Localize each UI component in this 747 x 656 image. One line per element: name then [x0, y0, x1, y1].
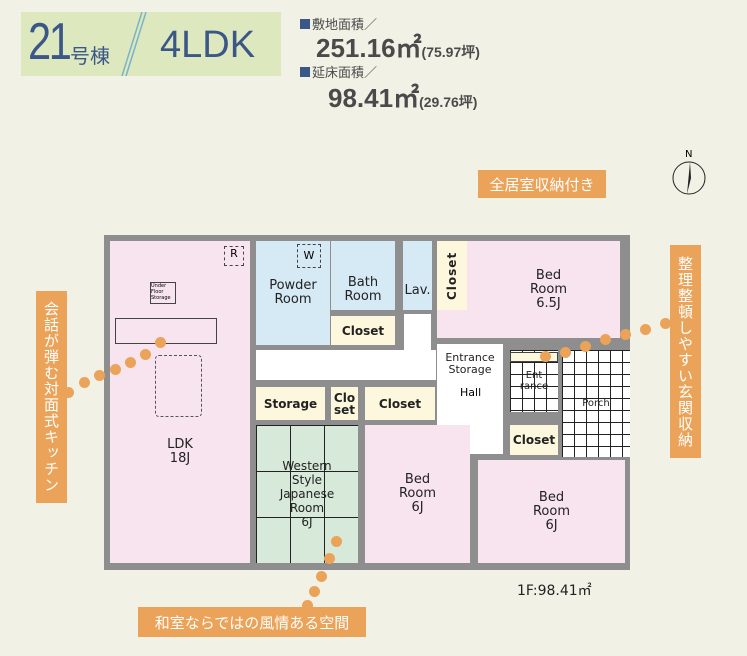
- closet-right: Closet: [510, 425, 558, 455]
- room-bedroom-6-5: Bed Room 6.5J: [437, 241, 620, 338]
- building-number: 21: [28, 13, 72, 71]
- double-slash-divider: [121, 12, 147, 76]
- kitchen-counter: [115, 318, 217, 344]
- closet-middle: Closet: [365, 387, 435, 420]
- closet-vertical: Closet: [437, 241, 467, 310]
- layout-type: 4LDK: [160, 24, 256, 66]
- room-bedroom-6-middle: Bed Room 6J: [365, 425, 470, 563]
- storage: Storage: [256, 387, 325, 420]
- callout-japanese-room: 和室ならではの風情ある空間: [138, 607, 366, 637]
- building-suffix: 号棟: [70, 44, 110, 68]
- corridor: [256, 350, 436, 380]
- dining-table: [155, 355, 202, 417]
- room-japanese: Western Style Japanese Room 6J: [256, 425, 358, 563]
- compass-label: N: [685, 149, 693, 160]
- floor-label: 1F:98.41㎡: [517, 583, 592, 599]
- entrance-storage-shelf: [510, 352, 558, 362]
- corridor-lav: [404, 314, 431, 354]
- callout-storage-all: 全居室収納付き: [478, 170, 606, 198]
- under-floor-storage: Under Floor Storage: [150, 282, 176, 304]
- floor-area-label: 延床面積／: [300, 62, 377, 81]
- floor-area: 98.41㎡(29.76坪): [328, 83, 478, 113]
- room-lav: Lav.: [403, 241, 432, 310]
- room-ldk: LDK 18J: [110, 241, 250, 563]
- r-mark: R: [224, 246, 244, 266]
- w-mark: W: [297, 244, 321, 268]
- closet-bath: Closet: [331, 316, 395, 345]
- room-porch: Porch: [562, 350, 630, 457]
- site-area: 251.16㎡(75.97坪): [316, 33, 480, 63]
- callout-kitchen: 会話が弾む対面式キッチン: [36, 291, 67, 503]
- hall-label: Hall: [460, 386, 482, 399]
- title-panel: [21, 12, 281, 76]
- room-bedroom-6-right: Bed Room 6J: [478, 460, 625, 563]
- site-area-label: 敷地面積／: [300, 14, 377, 33]
- room-powder: Powder Room: [256, 241, 330, 345]
- entrance-storage-label: Entrance Storage: [445, 351, 495, 376]
- closet-small: Clo set: [331, 387, 358, 420]
- room-bath: Bath Room: [331, 241, 395, 310]
- compass-icon: [672, 161, 706, 195]
- callout-entrance-storage: 整理整頓しやすい玄関収納: [670, 245, 701, 458]
